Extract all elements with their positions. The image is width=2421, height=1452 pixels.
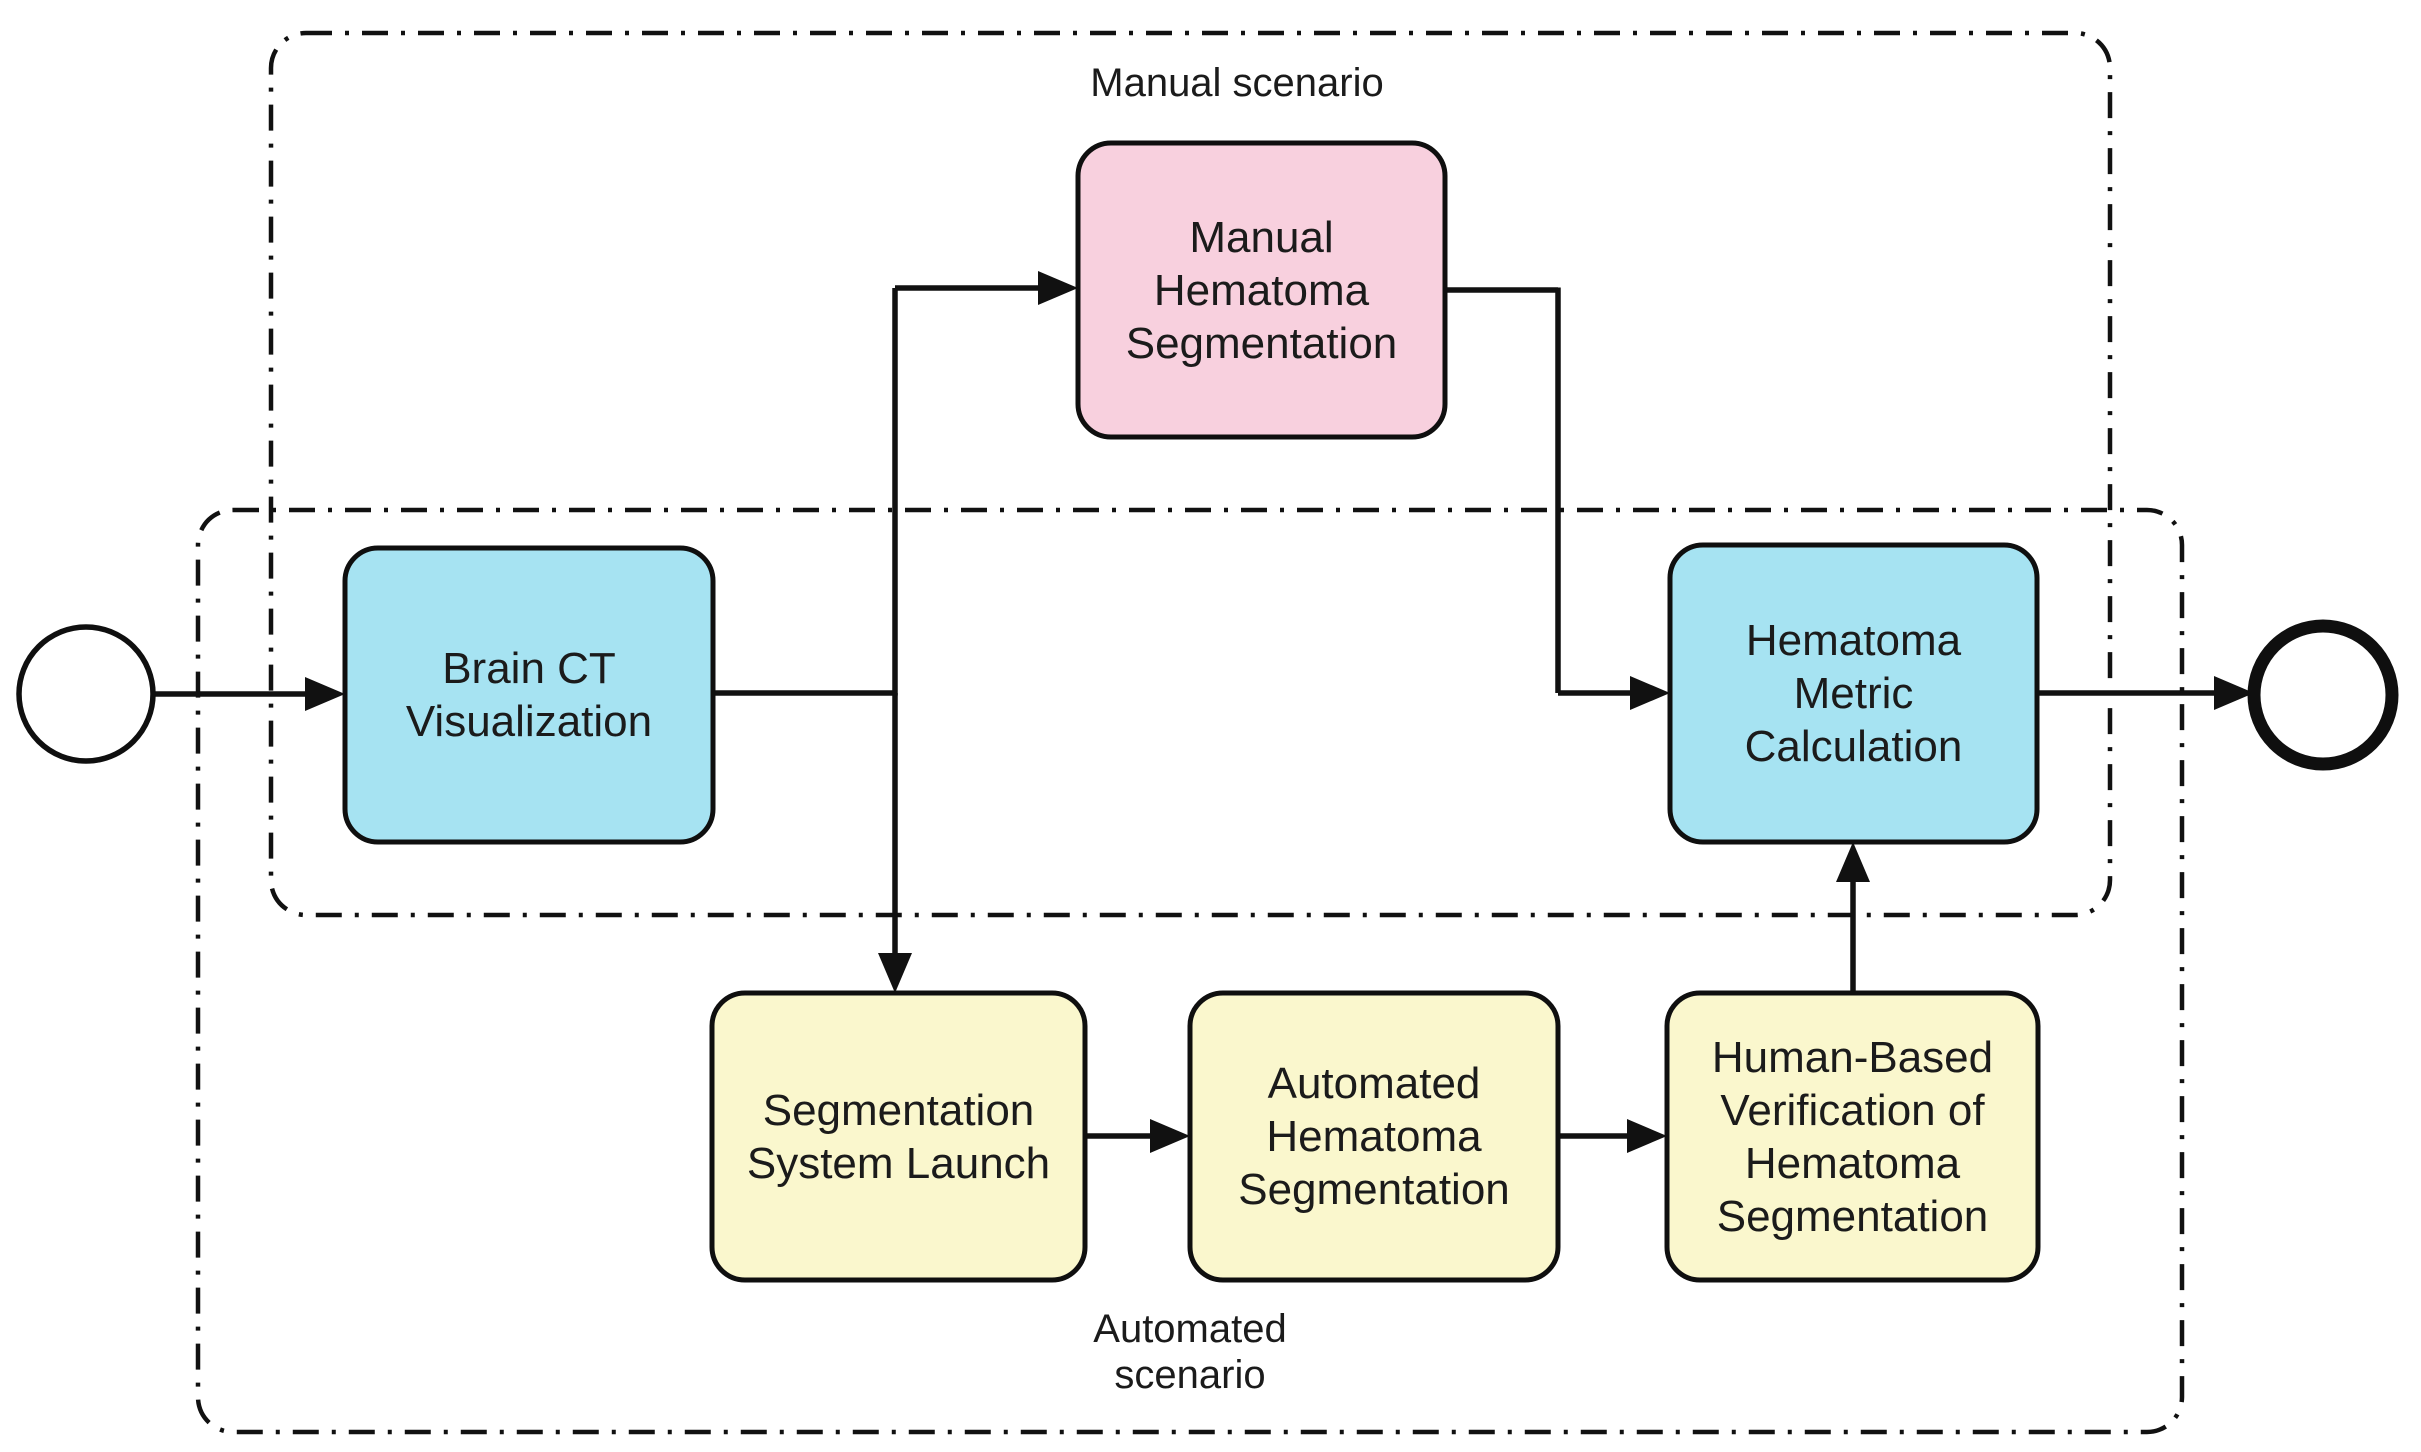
automated-scenario-group-border xyxy=(195,507,2185,1435)
task-manual-hematoma-segmentation-shape xyxy=(1075,140,1448,440)
flow-manualseg-to-metric-arrowhead-icon xyxy=(1630,676,1670,710)
flow-branch-to-manualseg-arrowhead-icon xyxy=(1038,271,1078,305)
task-hematoma-metric-calculation-shape xyxy=(1667,542,2040,845)
task-automated-hematoma-segmentation-shape xyxy=(1187,990,1561,1283)
flow-start-to-brainct-arrowhead-icon xyxy=(305,677,345,711)
flow-autoseg-to-verification-arrowhead-icon xyxy=(1627,1119,1667,1153)
start-event-circle xyxy=(16,624,156,764)
flow-metric-to-end-arrowhead-icon xyxy=(2214,676,2254,710)
flow-seglaunch-to-autoseg-arrowhead-icon xyxy=(1150,1119,1190,1153)
sequence-flows xyxy=(153,271,2254,1153)
task-segmentation-system-launch-shape xyxy=(709,990,1088,1283)
task-brain-ct-visualization-shape xyxy=(342,545,716,845)
end-event-circle xyxy=(2247,619,2399,771)
flow-verification-to-metric-arrowhead-icon xyxy=(1836,842,1870,882)
task-human-based-verification-shape xyxy=(1664,990,2041,1283)
flow-branch-to-seglaunch-arrowhead-icon xyxy=(878,953,912,993)
